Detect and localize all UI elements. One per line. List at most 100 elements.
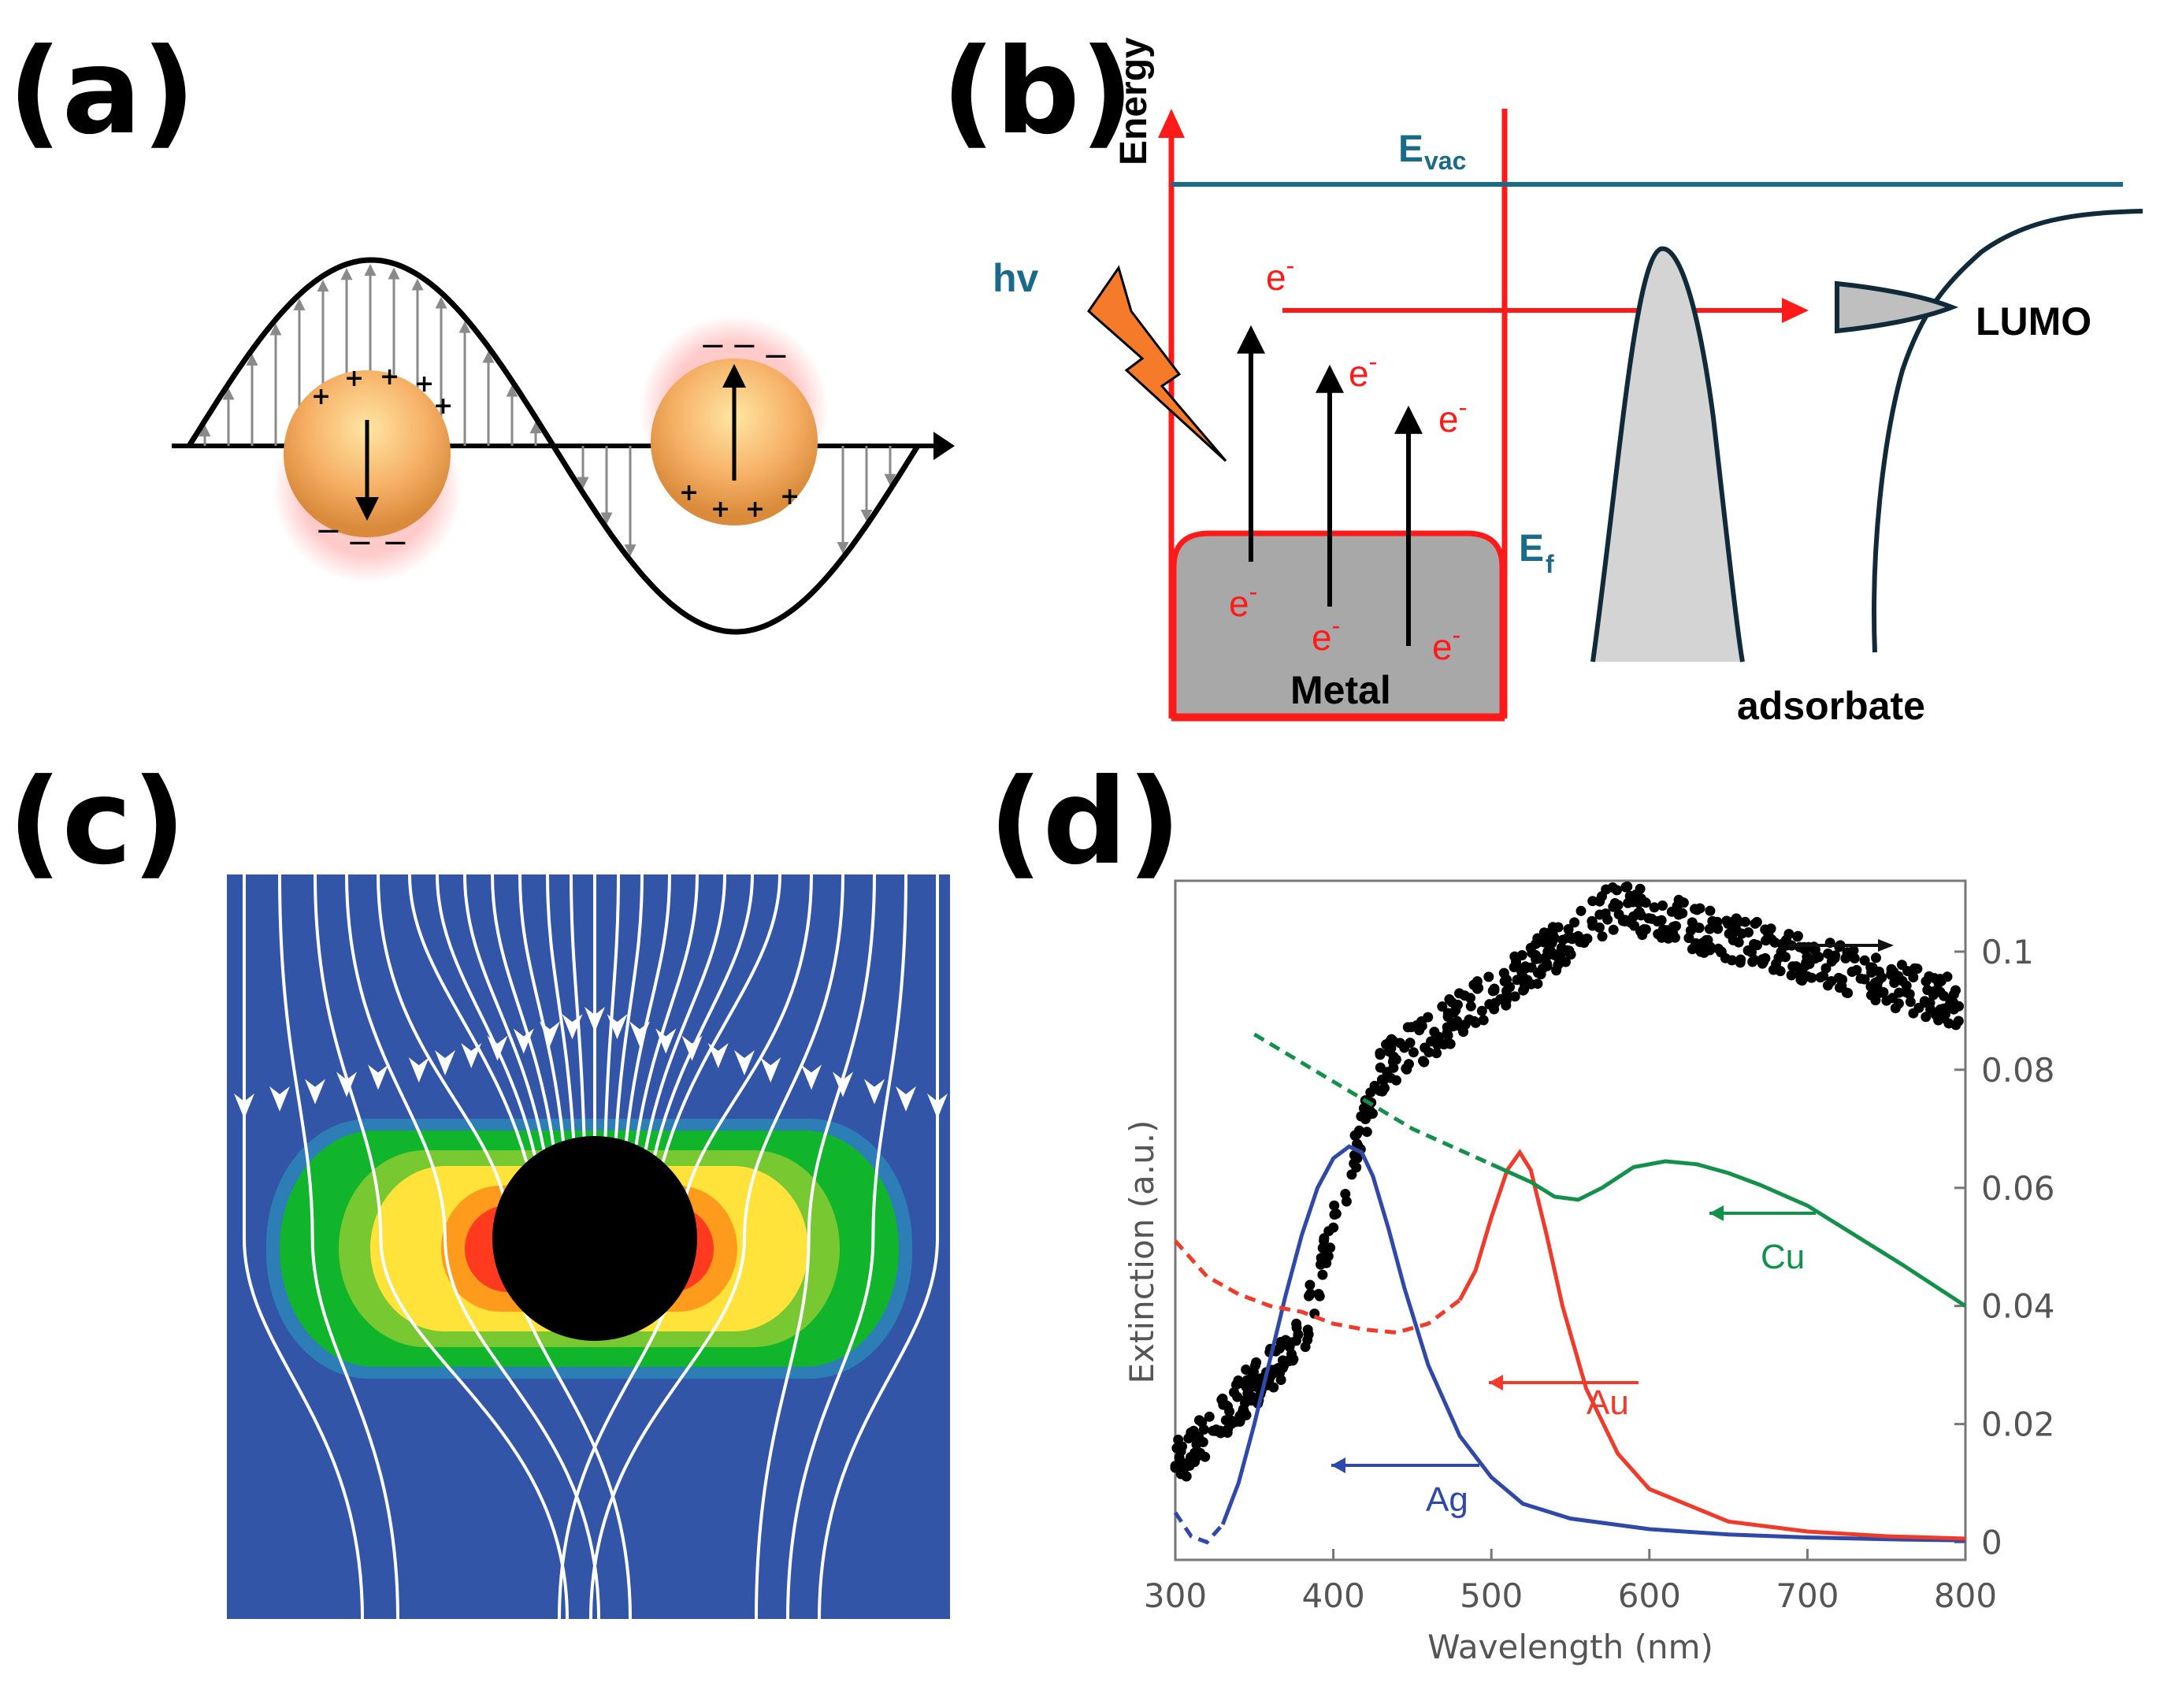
d-x-tick-label: 300 [1144,1576,1207,1615]
d-series-arrowhead-cu [1709,1205,1724,1221]
d-scatter-point [1454,988,1464,999]
d-scatter-point [1909,963,1920,974]
d-scatter-point [1896,960,1907,971]
d-scatter-point [1302,1324,1313,1335]
d-scatter-point [1809,945,1820,956]
d-scatter-point [1859,955,1870,966]
d-scatter-point [1690,904,1700,915]
d-scatter-point [1542,958,1553,969]
d-scatter-point [1437,1001,1448,1012]
c-field-arrowhead [707,1042,729,1068]
b-lumo-level [1835,280,1959,334]
d-series-ag-line [1220,1144,1966,1543]
d-scatter-point [1204,1411,1215,1422]
d-scatter-point [1704,923,1715,934]
d-scatter-point [1179,1458,1190,1469]
d-scatter-point [1317,1269,1328,1280]
d-scatter-point [1743,927,1754,938]
a-plus-charge: + [711,496,730,523]
d-scatter-point [1431,1048,1442,1059]
b-ef-label: E f [1519,528,1554,578]
d-scatter-point [1465,993,1475,1004]
a-minus-charge: − [347,525,373,561]
b-transfer-arrowhead [1782,298,1809,323]
d-scatter-point [1229,1387,1239,1398]
d-scatter-point [1783,929,1794,939]
a-plus-charge: + [780,483,800,511]
d-plot-frame [1174,879,1967,1561]
d-series-cu-dashed [1253,1032,1493,1167]
c-field-line [546,874,576,1138]
d-scatter-point [1594,896,1605,907]
c-field-arrowhead [801,1064,822,1090]
c-field-lines [234,874,948,1619]
a-sine-wave [187,257,920,635]
c-field-line [603,874,620,1137]
d-series-au-dashed [1174,1239,1461,1335]
d-scatter-point [1694,923,1705,934]
d-scatter-point [1186,1452,1197,1462]
d-scatter-point [1802,952,1813,963]
b-evac-main: E [1398,128,1423,170]
d-scatter-point [1766,934,1777,945]
b-metal-label: Metal [1290,668,1391,712]
d-scatter-point [1386,1042,1397,1053]
b-electron-label: e- [1349,347,1377,394]
b-electron-label: e- [1312,611,1340,658]
c-field-arrowhead [585,1007,605,1032]
d-scatter-point [1668,927,1678,938]
d-scatter-point [1575,937,1586,948]
b-lumo-label: LUMO [1976,299,2091,343]
b-ef-sub: f [1546,550,1554,578]
d-scatter-point [1935,986,1946,997]
d-scatter-point [1478,1015,1489,1026]
d-scatter-point [1376,1075,1387,1085]
d-scatter-point [1484,999,1495,1010]
d-scatter-point [1549,933,1560,944]
b-metal-band [1171,530,1505,719]
d-scatter-point [1361,1127,1372,1138]
d-scatter-point [1553,922,1564,933]
c-field-line [408,874,529,1163]
d-scatter-point [1780,952,1791,963]
c-field-line [614,874,644,1138]
d-scatter-point [1489,983,1500,994]
c-field-arrowhead [368,1064,388,1090]
c-field-line [518,874,566,1142]
d-scatter-point [1608,924,1619,935]
d-scatter-point [1594,922,1605,933]
d-scatter-points [1170,881,1964,1482]
d-scatter-point [1786,970,1797,981]
d-scatter-point [1587,916,1598,927]
d-scatter-point [1284,1342,1295,1353]
d-scatter-point [1901,980,1912,991]
d-y-tick-label: 0 [1981,1524,2002,1562]
d-scatter-point [1302,1335,1313,1346]
d-scatter-point [1402,1022,1413,1033]
d-scatter-point [1472,983,1483,994]
panel-a: (a) + + + + + − − − [8,24,955,635]
c-field-arrowhead [540,1021,560,1047]
d-scatter-point [1904,989,1915,1000]
a-plus-charge: + [414,370,434,398]
d-scatter-point [1950,985,1961,996]
d-scatter-point [1429,1027,1440,1038]
d-scatter-point [1251,1357,1262,1368]
d-scatter-point [1639,924,1650,934]
d-scatter-point [1313,1289,1324,1299]
d-scatter-point [1859,974,1870,985]
d-scatter-point [1908,972,1919,982]
d-x-tick-label: 500 [1460,1576,1523,1615]
d-scatter-point [1809,953,1820,964]
d-scatter-point [1908,1008,1919,1019]
d-scatter-point [1501,986,1512,997]
d-scatter-point [1221,1400,1231,1411]
d-scatter-point [1277,1355,1288,1366]
a-axis-arrowhead [933,432,955,460]
a-sphere-right: − − − + + + + [640,315,829,525]
d-scatter-point [1241,1409,1252,1420]
d-scatter-point [1919,996,1930,1007]
d-scatter-point [1321,1257,1332,1268]
d-scatter-point [1935,1008,1947,1019]
